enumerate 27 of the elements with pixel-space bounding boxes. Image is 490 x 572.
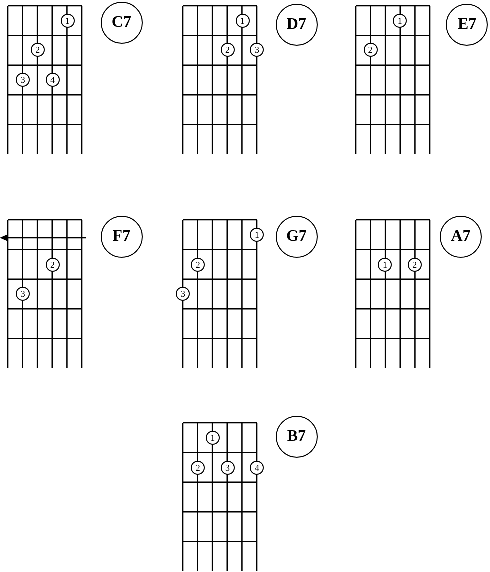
chord-name-circle: E7 bbox=[446, 4, 488, 46]
chord-name-circle: D7 bbox=[276, 4, 318, 46]
chord-name-circle: G7 bbox=[276, 216, 318, 258]
finger-number-circle: 2 bbox=[46, 258, 60, 272]
chord-name-circle: F7 bbox=[100, 216, 143, 258]
chord-name-circle: C7 bbox=[100, 2, 143, 44]
finger-number-circle: 3 bbox=[16, 287, 30, 302]
finger-number-circle: 2 bbox=[191, 460, 206, 475]
finger-number-circle: 3 bbox=[250, 43, 264, 58]
finger-number-circle: 1 bbox=[378, 258, 392, 272]
finger-number-circle: 2 bbox=[408, 258, 422, 272]
finger-number-circle: 1 bbox=[393, 14, 408, 28]
finger-number-circle: 2 bbox=[30, 43, 45, 58]
finger-number-circle: 1 bbox=[60, 14, 74, 28]
finger-number-circle: 1 bbox=[250, 228, 264, 242]
finger-number-circle: 2 bbox=[191, 258, 206, 272]
chord-name-circle: B7 bbox=[276, 416, 318, 458]
finger-number-circle: 3 bbox=[176, 287, 190, 302]
finger-number-circle: 2 bbox=[220, 43, 235, 58]
chord-name-circle: A7 bbox=[440, 216, 482, 258]
finger-number-circle: 4 bbox=[46, 72, 60, 87]
finger-number-circle: 1 bbox=[236, 14, 250, 28]
finger-number-circle: 1 bbox=[206, 431, 220, 446]
finger-number-circle: 3 bbox=[220, 460, 235, 475]
finger-number-circle: 3 bbox=[16, 72, 30, 87]
finger-number-circle: 4 bbox=[250, 460, 264, 475]
finger-number-circle: 2 bbox=[364, 43, 378, 58]
